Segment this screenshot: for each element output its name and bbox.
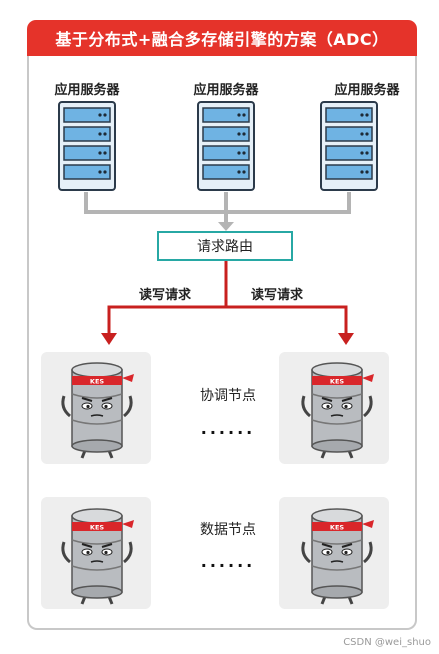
database-mascot-icon: KES	[301, 508, 374, 605]
db-mascot-label: KES	[330, 378, 344, 386]
server-label: 应用服务器	[334, 83, 400, 98]
server-icon	[320, 101, 378, 191]
server-icon	[58, 101, 116, 191]
coordinator-node-ellipsis: ······	[200, 423, 256, 442]
database-mascot-icon: KES	[61, 508, 134, 605]
coordinator-node-label: 协调节点	[200, 388, 256, 404]
right-request-arrow	[226, 305, 348, 335]
watermark: CSDN @wei_shuo	[343, 637, 431, 648]
server-label: 应用服务器	[54, 83, 120, 98]
db-mascot-label: KES	[90, 524, 104, 532]
diagram-title: 基于分布式+融合多存储引擎的方案（ADC）	[27, 20, 417, 56]
left-arrow-head	[101, 333, 117, 345]
db-mascot-label: KES	[90, 378, 104, 386]
db-mascot-label: KES	[330, 524, 344, 532]
data-node-label: 数据节点	[200, 522, 256, 538]
server-label: 应用服务器	[193, 83, 259, 98]
server-3-connector	[226, 192, 351, 214]
left-request-arrow	[107, 305, 226, 335]
database-mascot-icon: KES	[61, 362, 134, 459]
data-node-ellipsis: ······	[200, 556, 256, 575]
diagram-frame	[27, 56, 417, 630]
read-write-label-right: 读写请求	[251, 288, 304, 303]
server-icon	[197, 101, 255, 191]
right-arrow-head	[338, 333, 354, 345]
server-1-connector	[84, 192, 226, 214]
router-arrow-head	[218, 222, 234, 231]
read-write-label-left: 读写请求	[139, 288, 192, 303]
request-router-box: 请求路由	[157, 231, 293, 261]
database-mascot-icon: KES	[301, 362, 374, 459]
